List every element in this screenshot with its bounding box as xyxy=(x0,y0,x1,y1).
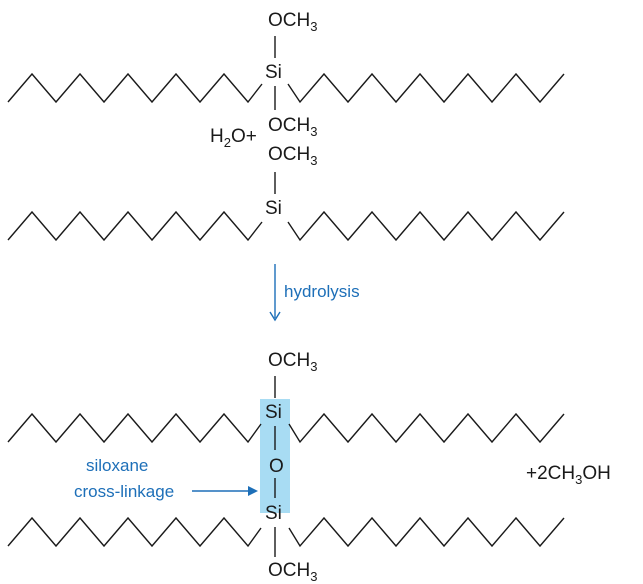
m2-right-alkyl-chain xyxy=(287,210,565,242)
m1-bottom-methoxy-group: OCH3 xyxy=(268,115,317,139)
m1-left-alkyl-chain xyxy=(7,72,263,104)
molecule-2: OCH3 Si xyxy=(7,144,565,242)
crosslink-label-line1: siloxane xyxy=(86,456,148,475)
product-lower-right-chain xyxy=(288,516,565,548)
m1-right-alkyl-chain xyxy=(287,72,565,104)
product-molecule: OCH3 Si O Si OCH3 siloxane cross-linkage… xyxy=(7,350,611,584)
product-bottom-methoxy-group: OCH3 xyxy=(268,560,317,584)
crosslink-label-line2: cross-linkage xyxy=(74,482,174,501)
m2-top-methoxy-group: OCH3 xyxy=(268,144,317,168)
reaction-arrow: hydrolysis xyxy=(269,264,360,322)
m1-top-methoxy-group: OCH3 xyxy=(268,10,317,34)
water-reactant: H2O+ xyxy=(210,126,257,150)
product-upper-silicon-atom: Si xyxy=(265,402,282,423)
product-upper-right-chain xyxy=(288,412,565,444)
product-upper-left-chain xyxy=(7,412,262,444)
molecule-1: OCH3 Si OCH3 xyxy=(7,10,565,139)
methanol-byproduct: +2CH3OH xyxy=(526,463,611,487)
product-lower-silicon-atom: Si xyxy=(265,503,282,524)
hydrolysis-label: hydrolysis xyxy=(284,282,360,301)
m1-silicon-atom: Si xyxy=(265,62,282,83)
crosslink-pointer-head xyxy=(248,486,258,496)
product-bridging-oxygen-atom: O xyxy=(269,456,284,477)
m2-silicon-atom: Si xyxy=(265,198,282,219)
product-top-methoxy-group: OCH3 xyxy=(268,350,317,374)
m2-left-alkyl-chain xyxy=(7,210,263,242)
product-lower-left-chain xyxy=(7,516,262,548)
arrow-head xyxy=(269,311,281,322)
